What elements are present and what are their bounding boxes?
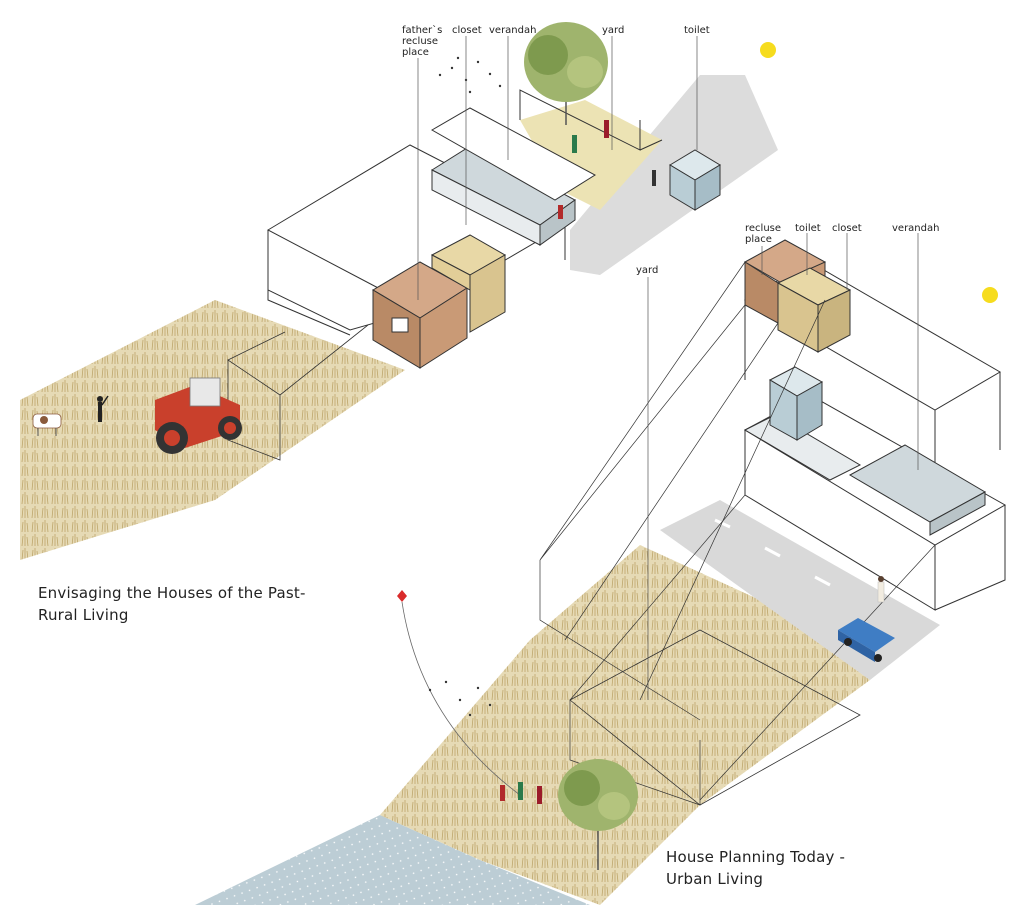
today-closet-box <box>776 267 852 353</box>
label-past-verandah: verandah <box>489 25 536 36</box>
past-labels: father`s recluse place closet verandah y… <box>402 24 710 58</box>
past-rural-scene <box>20 22 778 560</box>
caption-past: Envisaging the Houses of the Past- Rural… <box>38 582 306 626</box>
today-toilet-box <box>768 366 824 441</box>
past-closet-box <box>430 234 507 333</box>
label-past-toilet: toilet <box>684 25 710 36</box>
projection-lines <box>539 261 936 806</box>
caption-today: House Planning Today - Urban Living <box>666 846 845 890</box>
past-yard-floor <box>520 100 662 210</box>
birds-icon <box>438 56 502 94</box>
kite-icon <box>397 590 521 796</box>
water-body <box>195 815 590 905</box>
label-past-place: place <box>402 47 429 58</box>
past-recluse-box <box>372 261 468 369</box>
label-today-yard: yard <box>636 265 658 276</box>
tractor-icon <box>155 377 242 454</box>
label-today-place: place <box>745 234 772 245</box>
caption-past-line2: Rural Living <box>38 606 129 624</box>
label-today-closet: closet <box>832 223 862 234</box>
label-today-toilet: toilet <box>795 223 821 234</box>
label-today-recluse: recluse <box>745 223 781 234</box>
caption-today-line2: Urban Living <box>666 870 764 888</box>
farmer-figure-icon <box>97 395 109 422</box>
truck-icon <box>838 618 895 662</box>
today-sun-icon <box>982 287 998 303</box>
label-past-yard: yard <box>602 25 624 36</box>
caption-today-line1: House Planning Today - <box>666 848 846 866</box>
label-past-recluse: recluse <box>402 36 438 47</box>
today-birds-icon <box>428 680 492 717</box>
past-toilet-box <box>669 149 721 211</box>
label-past-fathers: father`s <box>402 24 442 36</box>
today-urban-scene <box>195 239 1007 905</box>
past-people-icon <box>558 120 656 219</box>
today-field <box>380 545 870 905</box>
past-yard-frame <box>519 89 663 151</box>
today-verandah-platform <box>743 414 987 536</box>
past-tree <box>524 22 608 125</box>
children-icon <box>500 782 542 804</box>
label-today-verandah: verandah <box>892 223 939 234</box>
cow-icon <box>32 413 62 436</box>
caption-past-line1: Envisaging the Houses of the Past- <box>38 584 306 602</box>
today-tree <box>558 759 638 870</box>
sun-icon <box>760 42 776 58</box>
label-past-closet: closet <box>452 25 482 36</box>
today-field-frame <box>569 629 861 806</box>
leader-lines <box>417 36 919 700</box>
past-verandah-platform <box>430 107 596 246</box>
pedestrian-icon <box>877 576 885 603</box>
today-labels: recluse place toilet closet verandah yar… <box>636 223 939 276</box>
